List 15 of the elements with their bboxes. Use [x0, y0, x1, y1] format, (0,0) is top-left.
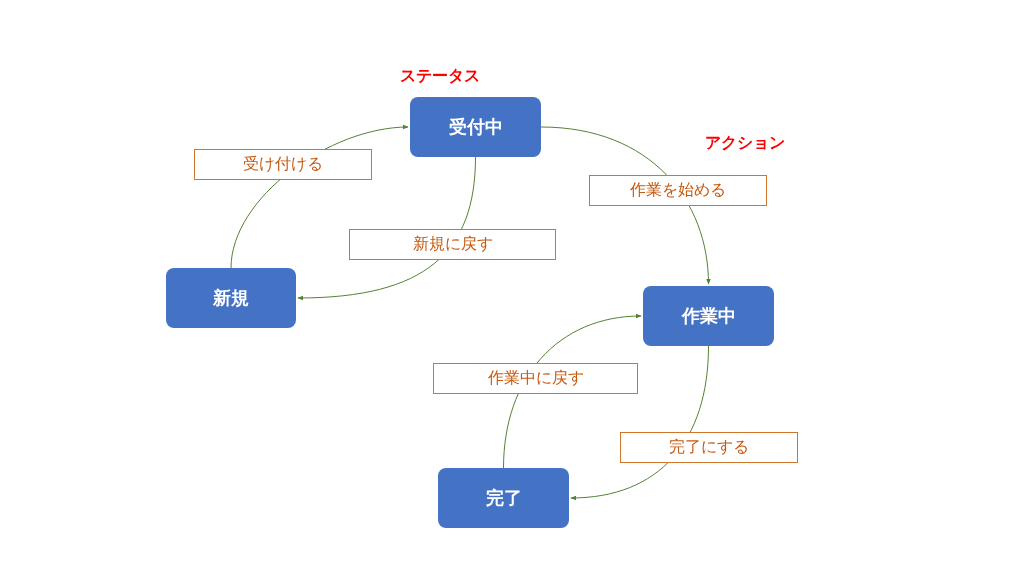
- state-box: [410, 97, 541, 157]
- state-name: 受付中: [448, 115, 503, 139]
- annotation-label: ステータス: [400, 66, 480, 87]
- state-box: [438, 468, 569, 528]
- state-box: [643, 286, 774, 346]
- state-name: 作業中: [681, 304, 736, 328]
- state-name: 新規: [213, 286, 249, 310]
- edge-label: 完了にする: [620, 432, 798, 463]
- edge-label: 新規に戻す: [349, 229, 556, 260]
- state-name: 完了: [485, 486, 522, 510]
- annotation-label: アクション: [705, 133, 785, 154]
- edge-label: 作業を始める: [589, 175, 767, 206]
- edge-label: 受け付ける: [194, 149, 372, 180]
- state-box: [166, 268, 296, 328]
- edge-label: 作業中に戻す: [433, 363, 638, 394]
